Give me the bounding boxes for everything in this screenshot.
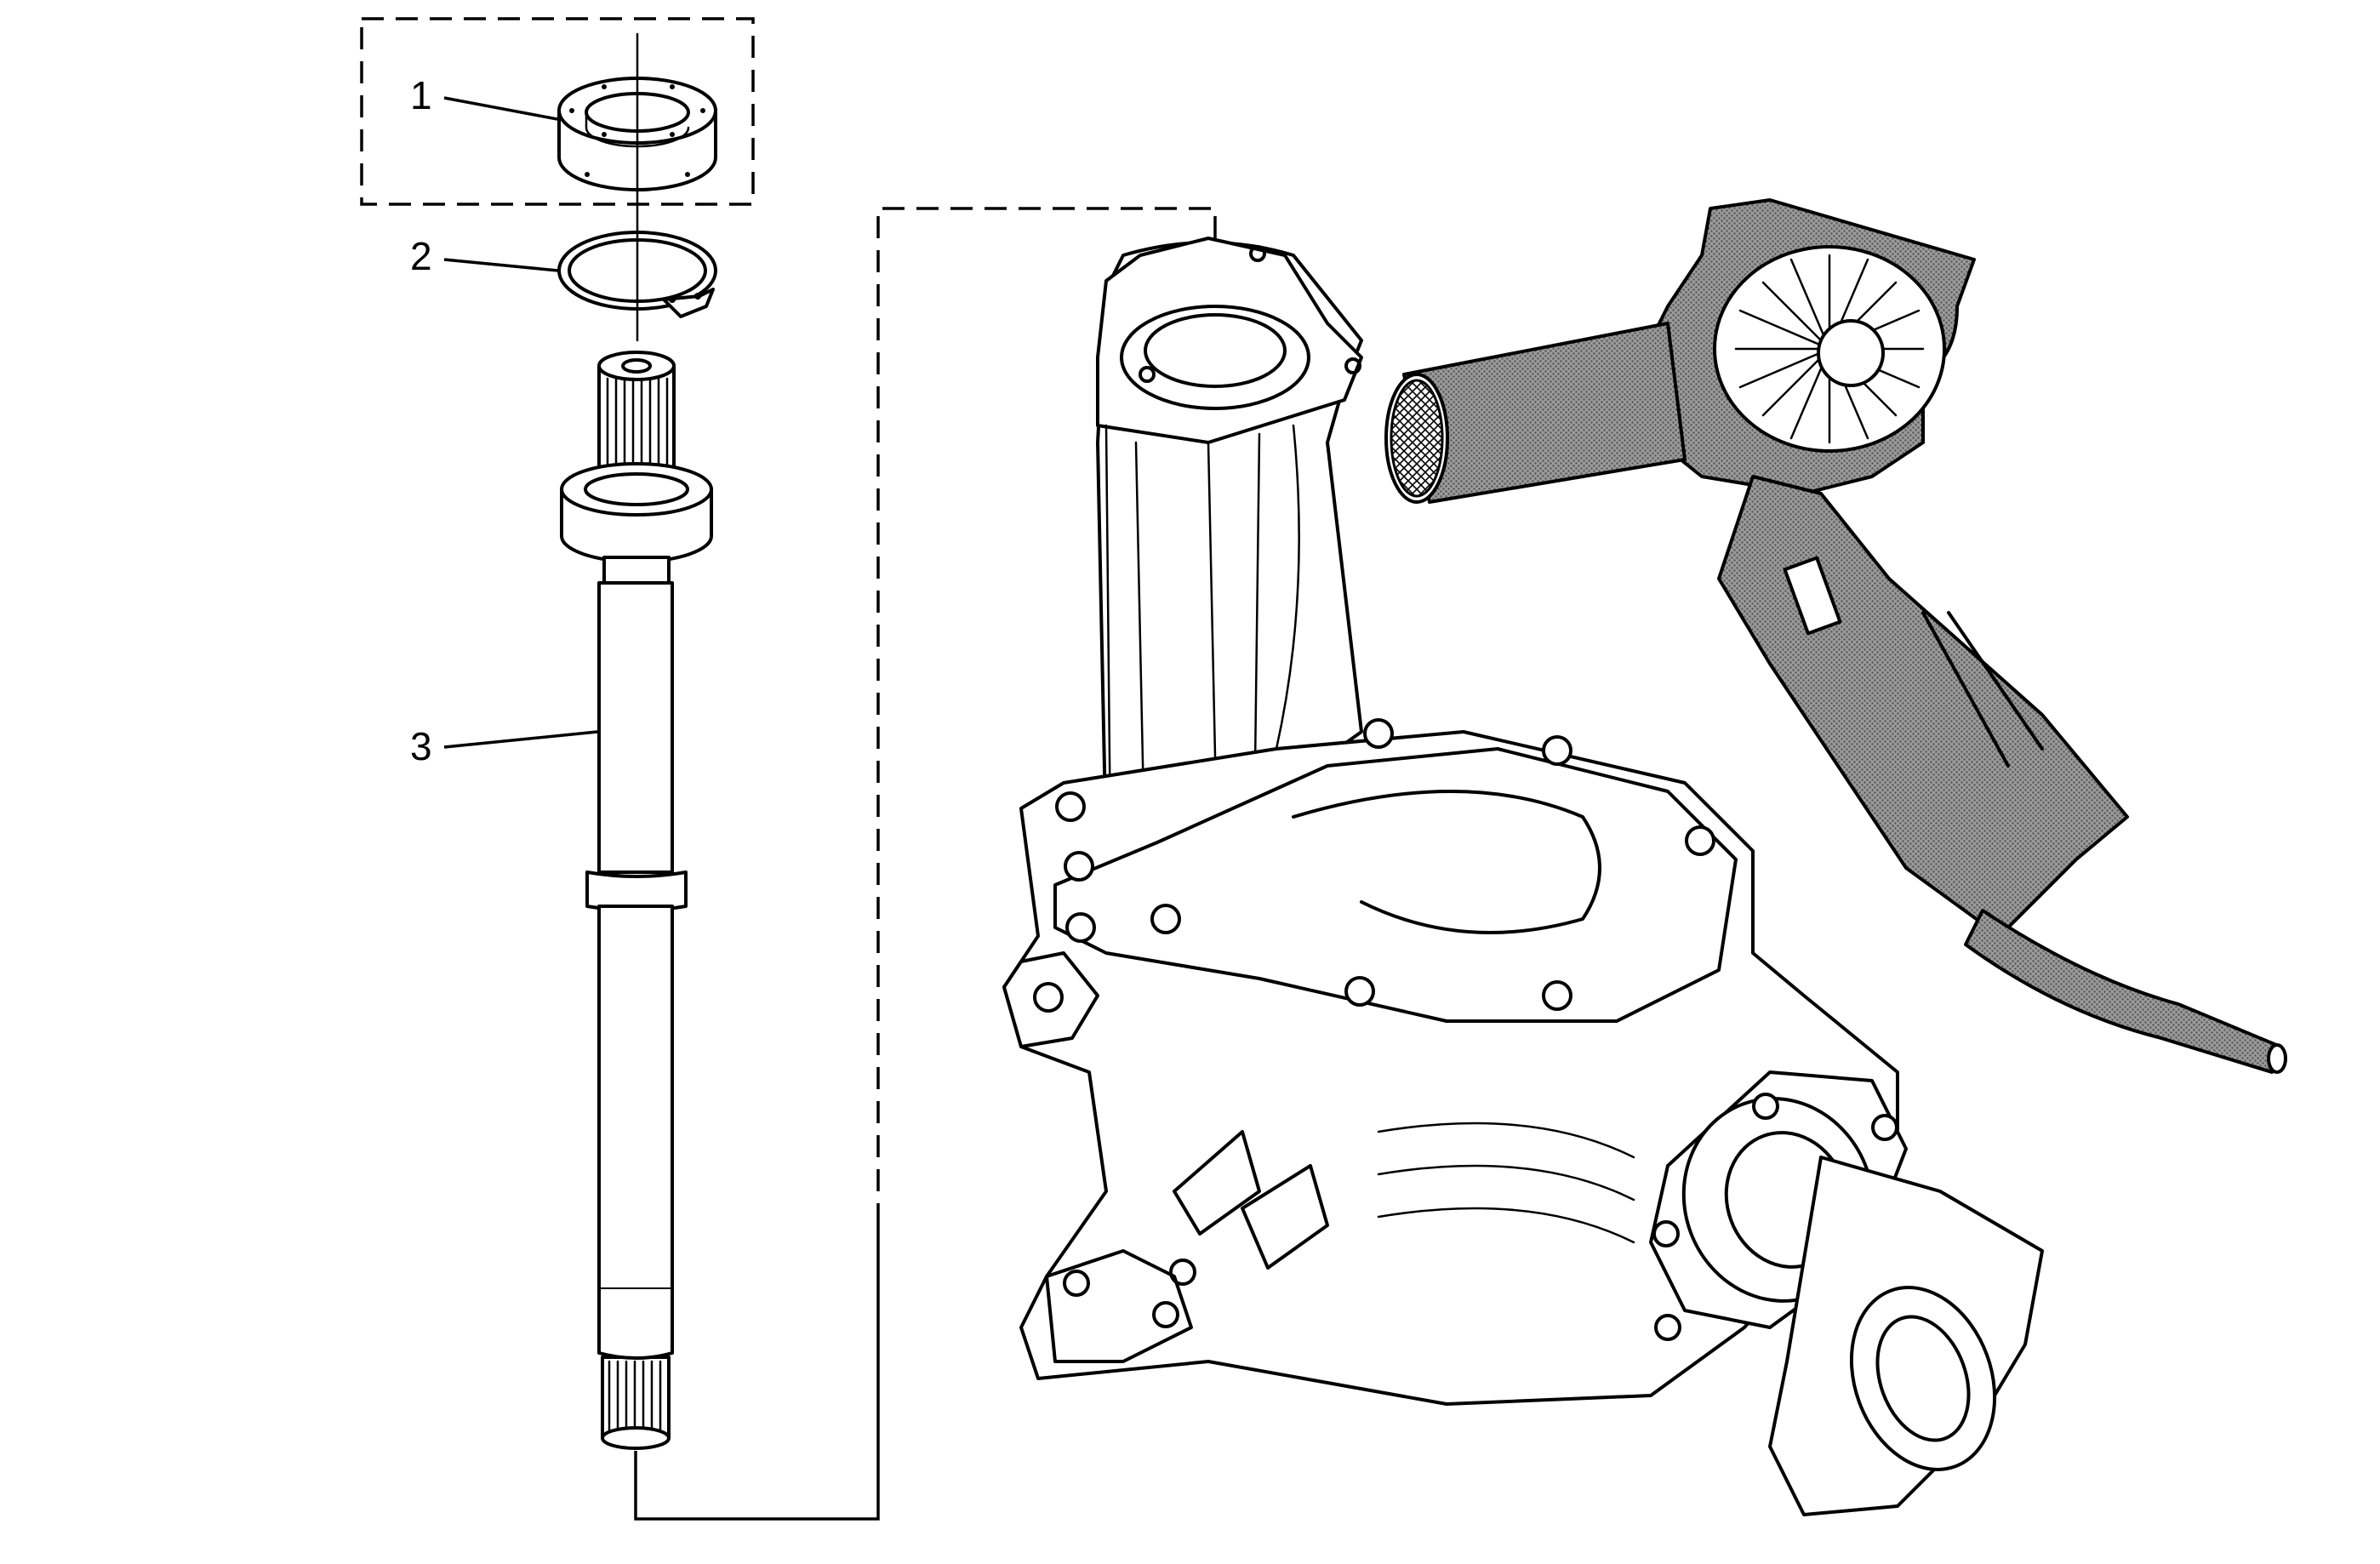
callout-number: 2 <box>410 234 432 278</box>
bolt-set <box>1055 718 1715 1011</box>
callout-2: 2 <box>410 234 559 278</box>
heat-gun-icon <box>1384 198 2287 1074</box>
shaft <box>560 351 713 1450</box>
assembly-path-line <box>634 1225 880 1521</box>
callout-number: 3 <box>410 724 432 768</box>
housing-icon <box>1002 237 2044 1516</box>
callout-number: 1 <box>410 73 432 117</box>
callout-3: 3 <box>410 724 598 768</box>
dashed-detail-box <box>360 17 755 206</box>
callout-1: 1 <box>410 73 558 121</box>
